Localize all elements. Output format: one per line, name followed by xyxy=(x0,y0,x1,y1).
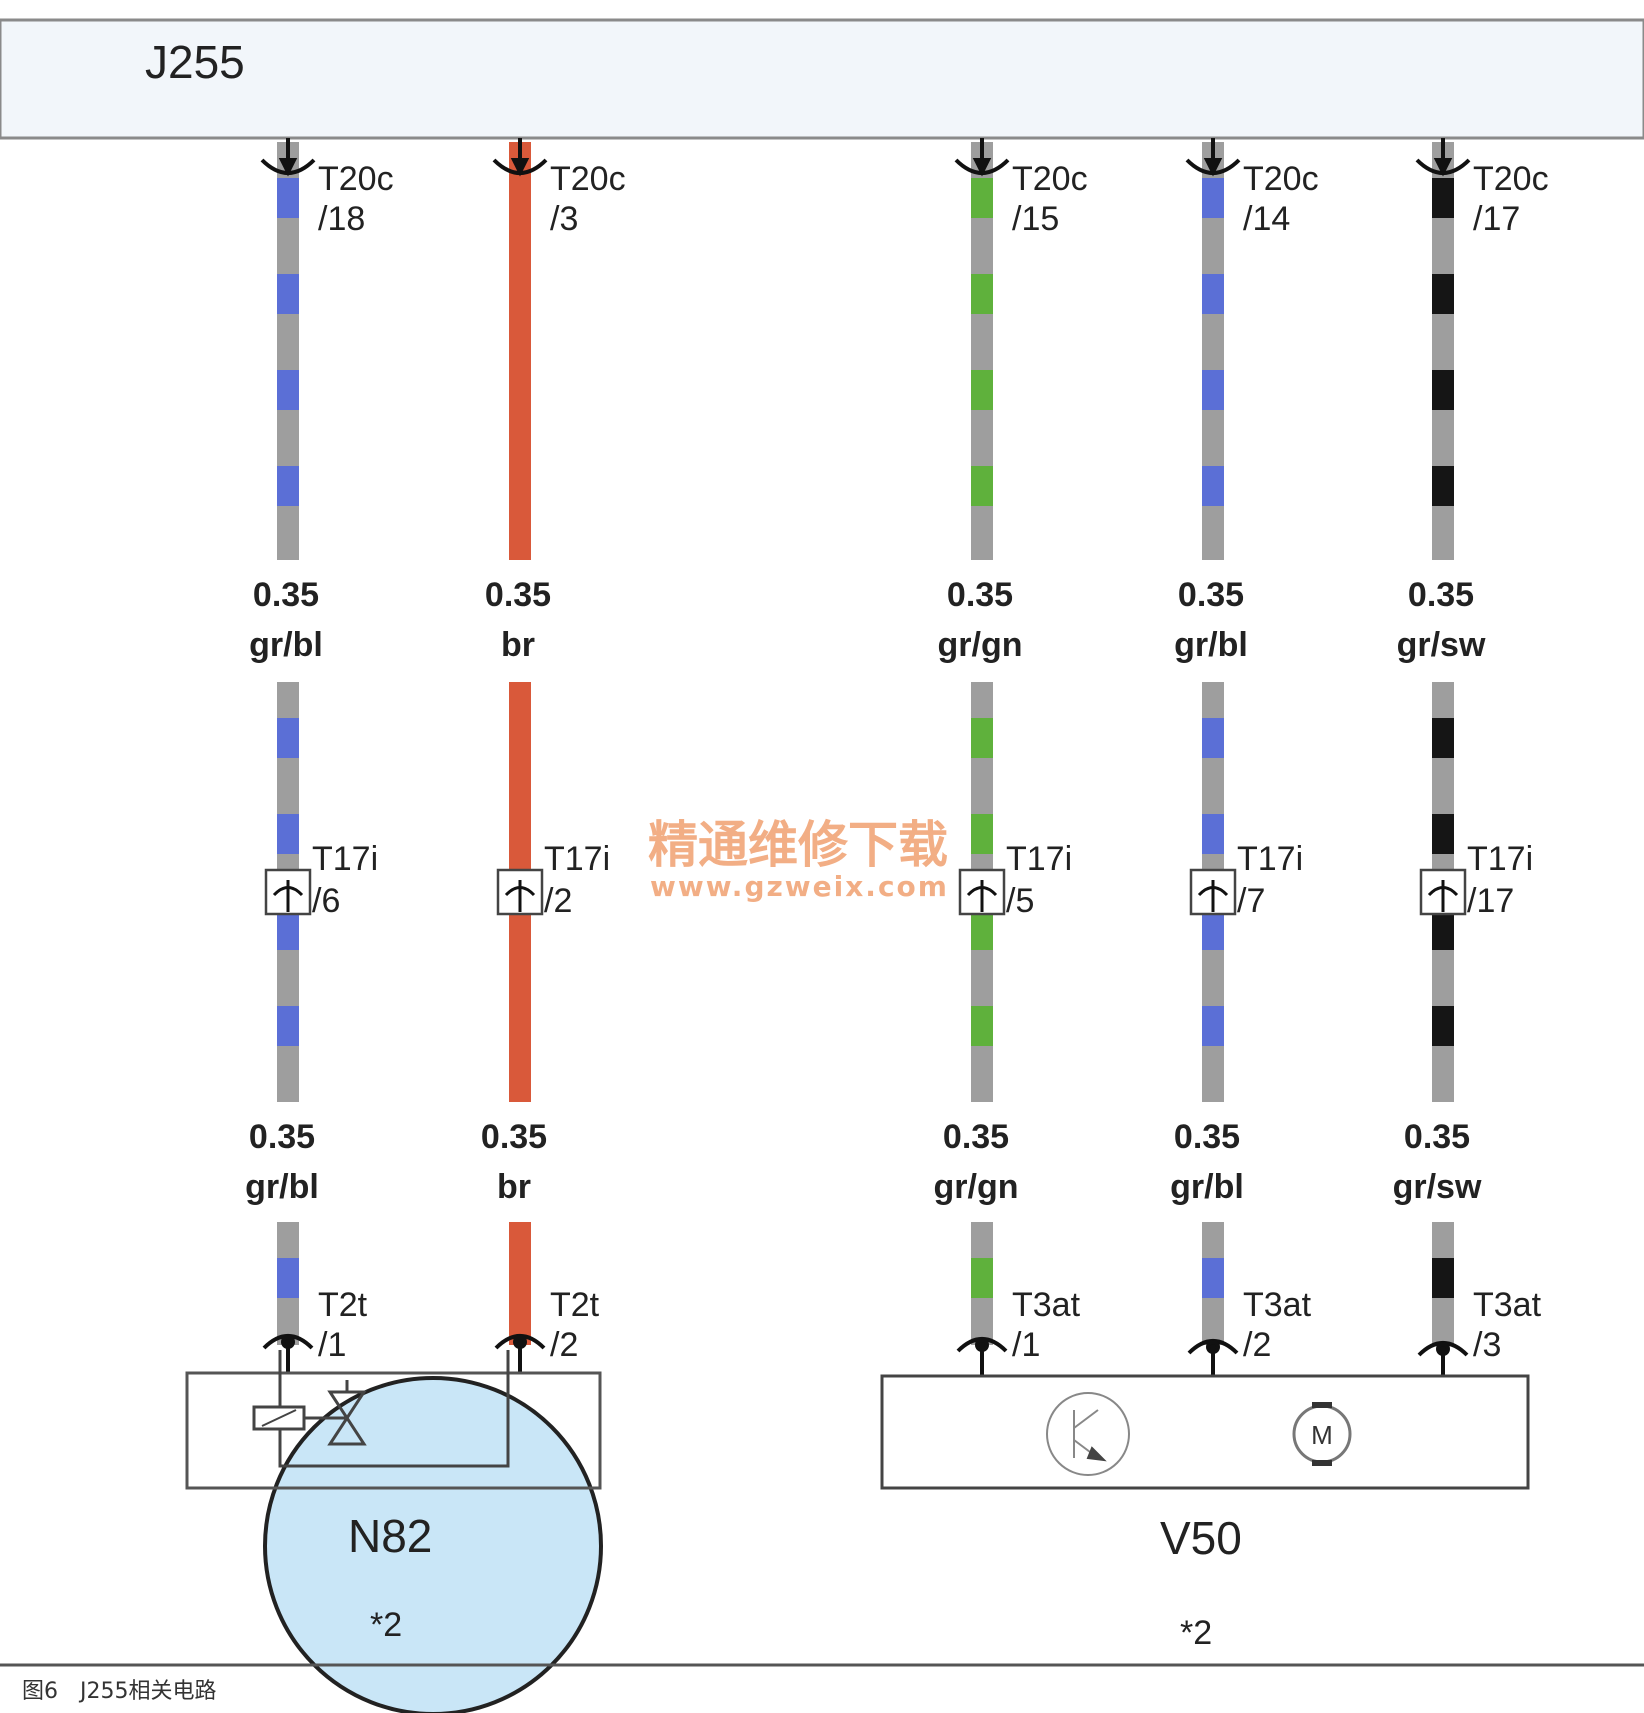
wire-segment xyxy=(277,1222,299,1345)
connector-t20c-pin-icon xyxy=(492,138,548,177)
bottom-connector-label: T3at xyxy=(1243,1286,1312,1324)
mid-connector-label: T17i xyxy=(1467,840,1533,878)
connector-bottom-pin-icon xyxy=(494,1334,546,1374)
control-unit-label: J255 xyxy=(145,36,245,88)
valve-icon xyxy=(327,1380,367,1446)
v50-note: *2 xyxy=(1180,1614,1212,1652)
bottom-pin-label: /1 xyxy=(318,1326,346,1364)
mid-connector-label: T17i xyxy=(544,840,610,878)
bottom-pin-label: /2 xyxy=(1243,1326,1271,1364)
gauge-top: 0.35 xyxy=(485,576,551,614)
bottom-pin-label: /3 xyxy=(1473,1326,1501,1364)
wire-segment xyxy=(971,142,993,560)
n82-body xyxy=(263,1376,603,1713)
top-connector-label: T20c xyxy=(1243,160,1319,198)
color-code-bottom: br xyxy=(497,1168,531,1206)
mid-pin-label: /5 xyxy=(1006,882,1034,920)
connector-t20c-pin-icon xyxy=(954,138,1010,177)
top-pin-label: /18 xyxy=(318,200,365,238)
connector-bottom-pin-icon xyxy=(956,1337,1008,1377)
n82-note: *2 xyxy=(370,1606,402,1644)
wire-segment xyxy=(1202,142,1224,560)
mid-pin-label: /7 xyxy=(1237,882,1265,920)
connector-t17i-icon xyxy=(496,868,544,916)
top-connector-label: T20c xyxy=(550,160,626,198)
watermark-url: www.gzweix.com xyxy=(650,870,949,903)
bottom-connector-label: T2t xyxy=(318,1286,368,1324)
wire-segment xyxy=(971,1222,993,1345)
color-code-top: gr/bl xyxy=(1174,626,1248,664)
top-pin-label: /14 xyxy=(1243,200,1290,238)
connector-t20c-pin-icon xyxy=(260,138,316,177)
gauge-bottom: 0.35 xyxy=(943,1118,1009,1156)
bottom-pin-label: /2 xyxy=(550,1326,578,1364)
gauge-top: 0.35 xyxy=(1408,576,1474,614)
mid-connector-label: T17i xyxy=(312,840,378,878)
top-connector-label: T20c xyxy=(1012,160,1088,198)
bottom-connector-label: T2t xyxy=(550,1286,600,1324)
wire-segment xyxy=(277,142,299,560)
color-code-bottom: gr/bl xyxy=(1170,1168,1244,1206)
mid-pin-label: /2 xyxy=(544,882,572,920)
motor-icon: M xyxy=(1292,1402,1352,1466)
wire-segment xyxy=(1432,142,1454,560)
connector-t17i-icon xyxy=(1189,868,1237,916)
connector-t17i-icon xyxy=(958,868,1006,916)
mid-pin-label: /17 xyxy=(1467,882,1514,920)
connector-bottom-pin-icon xyxy=(1187,1339,1239,1379)
wire-segment xyxy=(509,142,531,560)
bottom-connector-label: T3at xyxy=(1012,1286,1081,1324)
color-code-top: br xyxy=(501,626,535,664)
color-code-top: gr/gn xyxy=(938,626,1023,664)
watermark-title: 精通维修下载 xyxy=(648,815,948,874)
motor-symbol-label: M xyxy=(1311,1420,1333,1450)
v50-label: V50 xyxy=(1160,1512,1242,1564)
gauge-top: 0.35 xyxy=(253,576,319,614)
top-pin-label: /3 xyxy=(550,200,578,238)
top-connector-label: T20c xyxy=(318,160,394,198)
top-pin-label: /17 xyxy=(1473,200,1520,238)
electronic-control-icon xyxy=(1046,1392,1130,1476)
component-v50: M V50 *2 xyxy=(880,1374,1530,1652)
bottom-connector-label: T3at xyxy=(1473,1286,1542,1324)
gauge-bottom: 0.35 xyxy=(249,1118,315,1156)
mid-pin-label: /6 xyxy=(312,882,340,920)
control-unit-j255-band xyxy=(0,18,1644,140)
component-n82: N82 *2 xyxy=(185,1350,603,1713)
wire-segment xyxy=(1432,1222,1454,1345)
gauge-top: 0.35 xyxy=(1178,576,1244,614)
top-connector-label: T20c xyxy=(1473,160,1549,198)
wire-columns: T20c/180.35gr/blT17i/60.35gr/blT2t/1T20c… xyxy=(245,138,1549,1381)
color-code-top: gr/sw xyxy=(1397,626,1486,664)
top-pin-label: /15 xyxy=(1012,200,1059,238)
wire-segment xyxy=(509,1222,531,1345)
mid-connector-label: T17i xyxy=(1237,840,1303,878)
mid-connector-label: T17i xyxy=(1006,840,1072,878)
gauge-bottom: 0.35 xyxy=(1404,1118,1470,1156)
gauge-top: 0.35 xyxy=(947,576,1013,614)
gauge-bottom: 0.35 xyxy=(481,1118,547,1156)
color-code-bottom: gr/bl xyxy=(245,1168,319,1206)
connector-t17i-icon xyxy=(264,868,312,916)
connector-bottom-pin-icon xyxy=(262,1334,314,1374)
color-code-bottom: gr/gn xyxy=(934,1168,1019,1206)
connector-t17i-icon xyxy=(1419,868,1467,916)
figure-caption: 图6 J255相关电路 xyxy=(22,1679,216,1704)
v50-housing xyxy=(880,1374,1530,1490)
color-code-bottom: gr/sw xyxy=(1393,1168,1482,1206)
connector-t20c-pin-icon xyxy=(1185,138,1241,177)
n82-label: N82 xyxy=(348,1510,432,1562)
wire-segment xyxy=(1202,1222,1224,1345)
gauge-bottom: 0.35 xyxy=(1174,1118,1240,1156)
connector-t20c-pin-icon xyxy=(1415,138,1471,177)
color-code-top: gr/bl xyxy=(249,626,323,664)
bottom-pin-label: /1 xyxy=(1012,1326,1040,1364)
